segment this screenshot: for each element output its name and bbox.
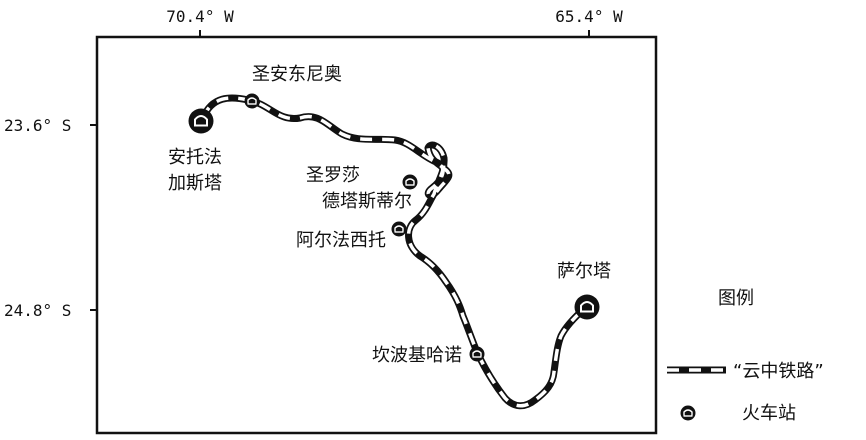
station-antofagasta-icon [187, 107, 215, 135]
longitude-label-right: 65.4° W [555, 7, 623, 26]
legend-railway-label: “云中铁路” [733, 361, 824, 382]
latitude-label-top: 23.6° S [4, 116, 71, 135]
station-san-antonio-icon [243, 92, 261, 110]
map-frame [95, 35, 658, 435]
label-san-rosa-line1: 圣罗莎 [306, 165, 360, 186]
station-salta-icon [573, 293, 601, 321]
railway-dash-pattern [201, 96, 587, 408]
station-alfaxituo-icon [390, 220, 408, 238]
label-san-antonio: 圣安东尼奥 [252, 64, 342, 85]
label-alfaxituo: 阿尔法西托 [296, 230, 386, 251]
label-antofagasta-line2: 加斯塔 [168, 173, 222, 194]
railway-route [199, 94, 589, 410]
longitude-label-left: 70.4° W [166, 7, 234, 26]
label-antofagasta-line1: 安托法 [168, 147, 222, 168]
label-san-rosa-line2: 德塔斯蒂尔 [322, 191, 412, 212]
station-kanpo-icon [468, 345, 486, 363]
station-san-rosa-icon [401, 173, 419, 191]
latitude-label-bottom: 24.8° S [4, 301, 71, 320]
legend-station-icon [679, 404, 697, 422]
label-kanpo: 坎波基哈诺 [372, 345, 462, 366]
label-salta: 萨尔塔 [557, 261, 611, 282]
legend: 图例 “云中铁路” 火车站 [667, 288, 824, 424]
legend-station-label: 火车站 [742, 403, 796, 424]
legend-title: 图例 [718, 288, 754, 309]
